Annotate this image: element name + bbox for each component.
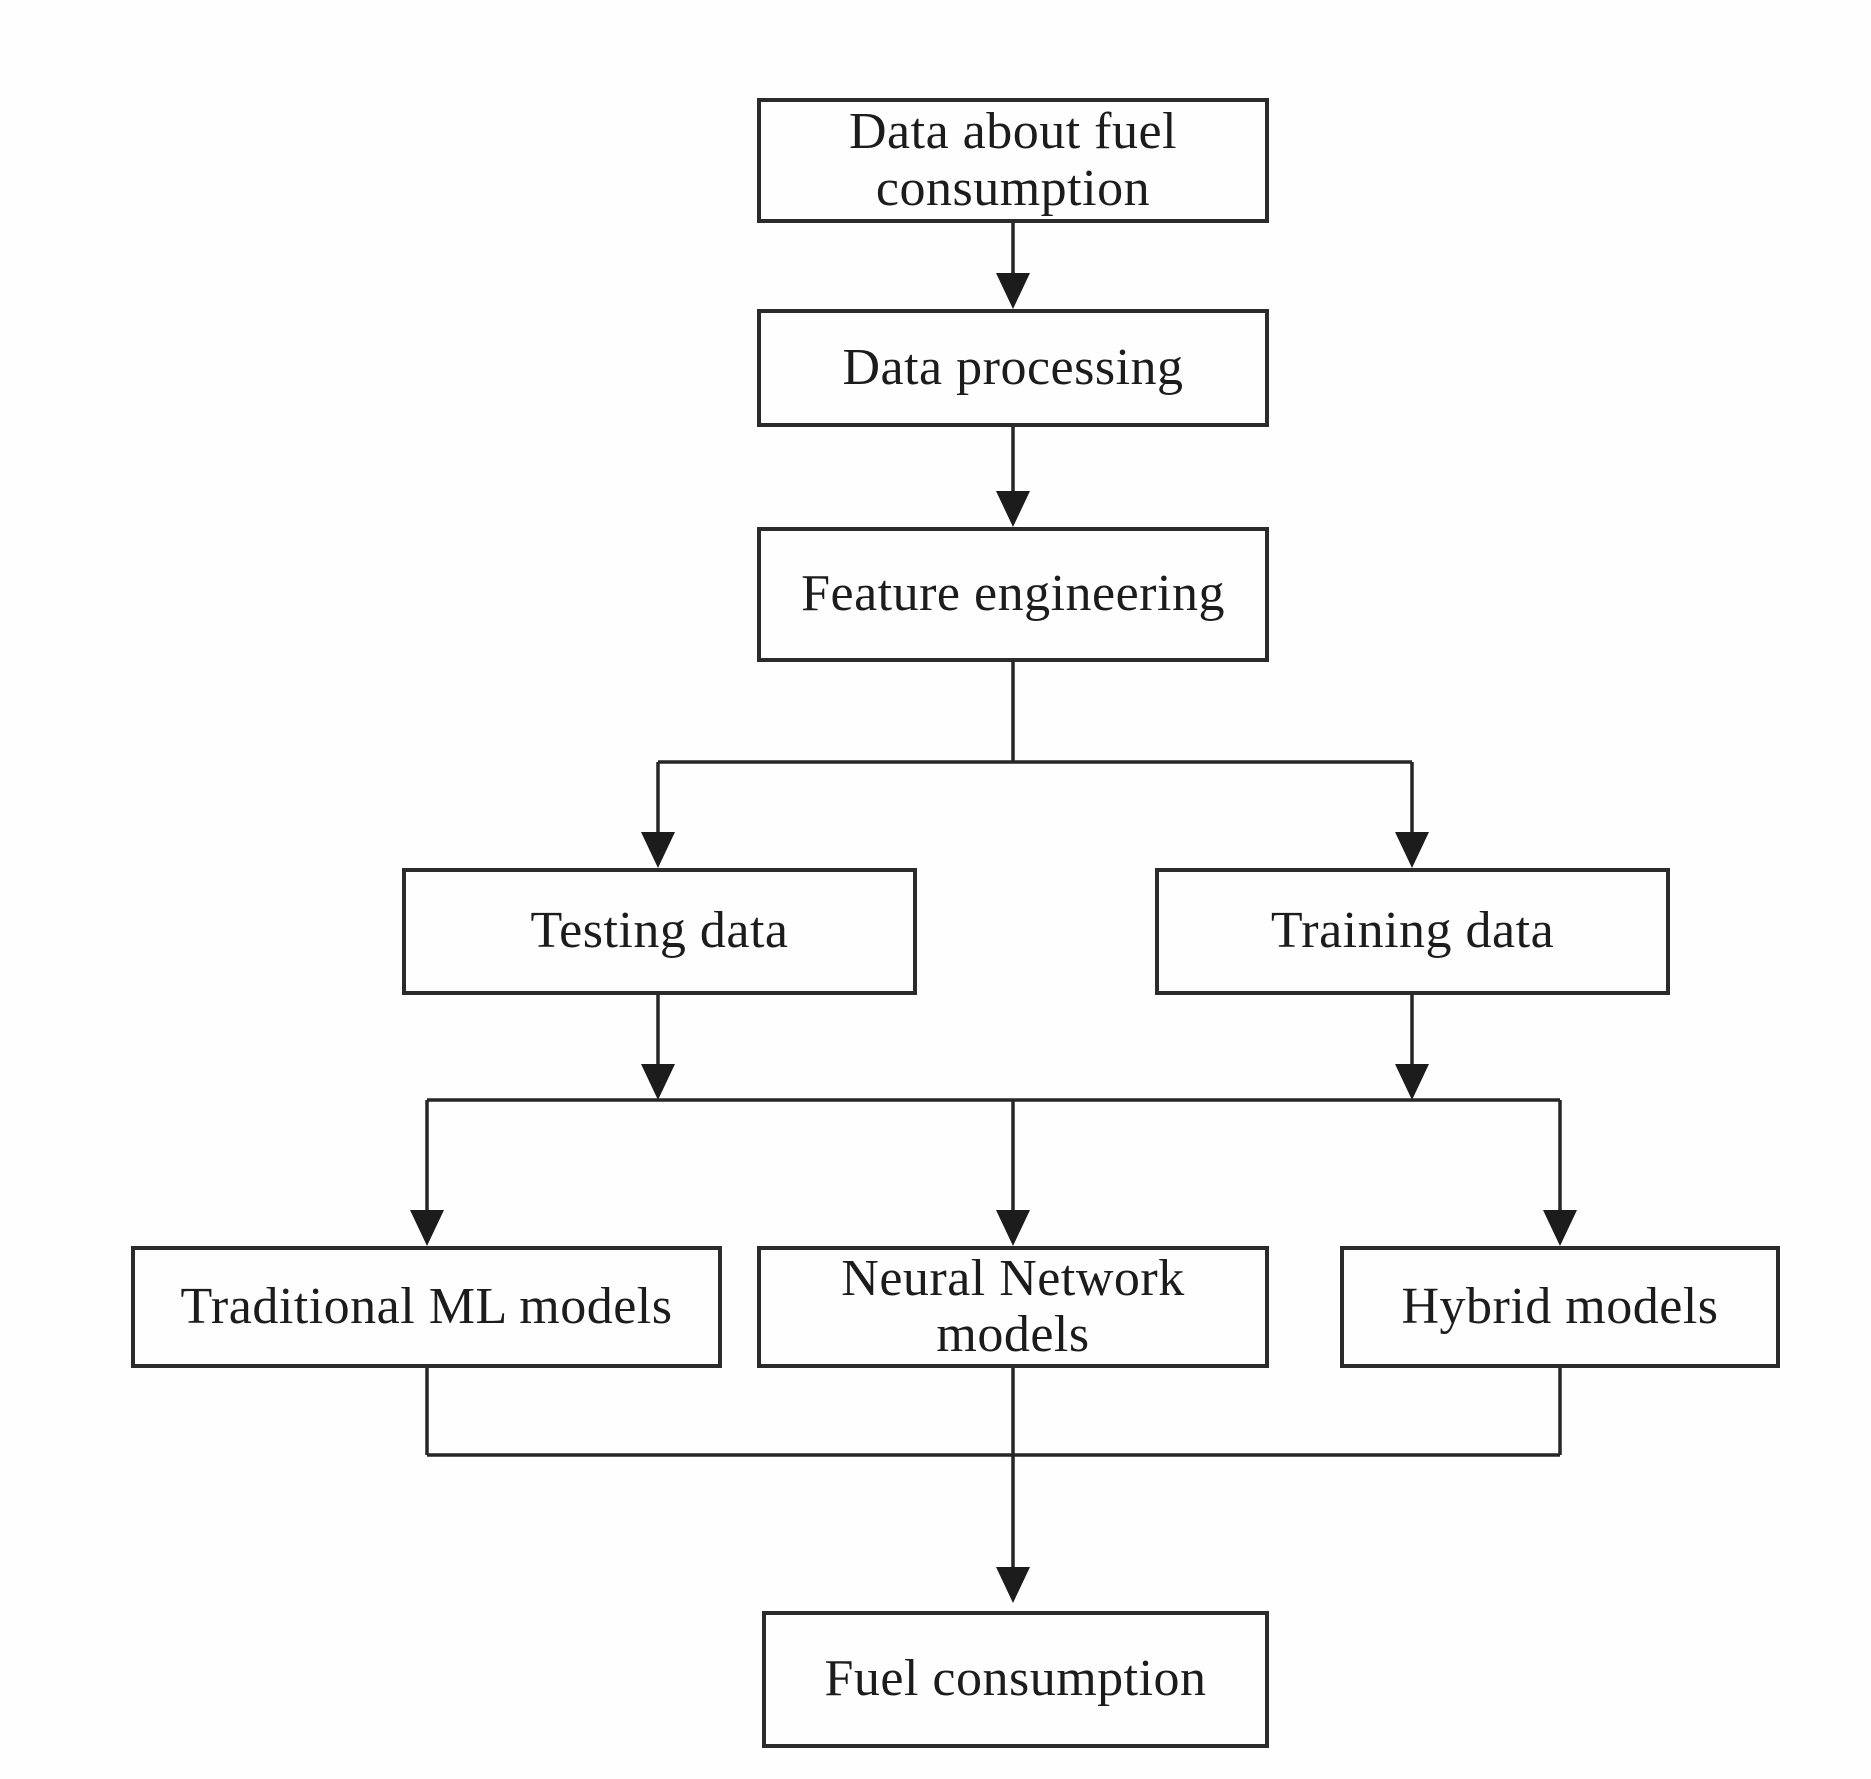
edge-split1-testing-arrowhead-icon <box>641 832 675 868</box>
node-label: Fuel consumption <box>824 1650 1207 1708</box>
node-label: Data processing <box>842 338 1184 396</box>
node-label: Traditional ML models <box>180 1277 673 1335</box>
node-data-about-fuel-consumption: Data about fuel consumption <box>757 98 1269 223</box>
node-label: Neural Network models <box>841 1249 1185 1363</box>
node-hybrid-models: Hybrid models <box>1340 1246 1780 1368</box>
node-label: Hybrid models <box>1401 1277 1719 1335</box>
edge-processing-feature-arrowhead-icon <box>996 491 1030 527</box>
node-testing-data: Testing data <box>402 868 917 995</box>
edge-modelbus-nn-arrowhead-icon <box>996 1210 1030 1246</box>
node-label: Feature engineering <box>801 565 1225 623</box>
edge-modelbus-hybrid-arrowhead-icon <box>1543 1210 1577 1246</box>
edge-split1-training-arrowhead-icon <box>1395 832 1429 868</box>
node-fuel-consumption: Fuel consumption <box>762 1611 1269 1748</box>
edge-mergebus-fuel-arrowhead-icon <box>996 1567 1030 1603</box>
edge-modelbus-traditional-arrowhead-icon <box>410 1210 444 1246</box>
node-training-data: Training data <box>1155 868 1670 995</box>
node-label: Testing data <box>530 902 789 960</box>
edge-source-processing-arrowhead-icon <box>996 273 1030 309</box>
node-data-processing: Data processing <box>757 309 1269 427</box>
node-label: Data about fuel consumption <box>848 103 1178 217</box>
edge-training-modelbus-arrowhead-icon <box>1395 1064 1429 1100</box>
node-label: Training data <box>1270 902 1555 960</box>
edge-testing-modelbus-arrowhead-icon <box>641 1064 675 1100</box>
node-feature-engineering: Feature engineering <box>757 527 1269 662</box>
node-neural-network-models: Neural Network models <box>757 1246 1269 1368</box>
node-traditional-ml-models: Traditional ML models <box>131 1246 722 1368</box>
